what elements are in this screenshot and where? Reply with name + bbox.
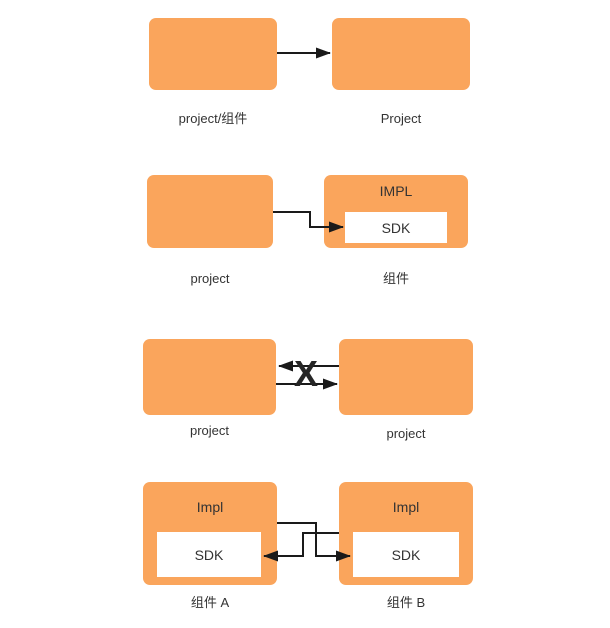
row3-left-label: project [189, 423, 230, 438]
row3-right-label: project [386, 426, 426, 441]
forbidden-x-marker: X [293, 353, 318, 394]
row2-left-label: project [190, 271, 230, 286]
row2-right-box: IMPL SDK [324, 175, 468, 248]
row3-left-box [143, 339, 276, 415]
row4-right-sdk-box: SDK [353, 532, 459, 577]
row1-left-label: project/组件 [178, 111, 248, 126]
row2-right-box-title: IMPL [379, 183, 413, 199]
row2-left-box [147, 175, 273, 248]
row2-right-sdk-box: SDK [345, 212, 447, 243]
row1-right-label: Project [380, 111, 422, 126]
row4-left-box-title: Impl [196, 499, 224, 515]
row4-right-box-title: Impl [392, 499, 420, 515]
row4-left-sdk-box: SDK [157, 532, 261, 577]
row2-right-label: 组件 [382, 271, 409, 286]
row4-left-label: 组件 A [190, 595, 230, 610]
row4-left-box: Impl SDK [143, 482, 277, 585]
row1-right-box [332, 18, 470, 90]
row4-right-label: 组件 B [386, 595, 426, 610]
row1-left-box [149, 18, 277, 90]
row3-right-box [339, 339, 473, 415]
row4-right-box: Impl SDK [339, 482, 473, 585]
